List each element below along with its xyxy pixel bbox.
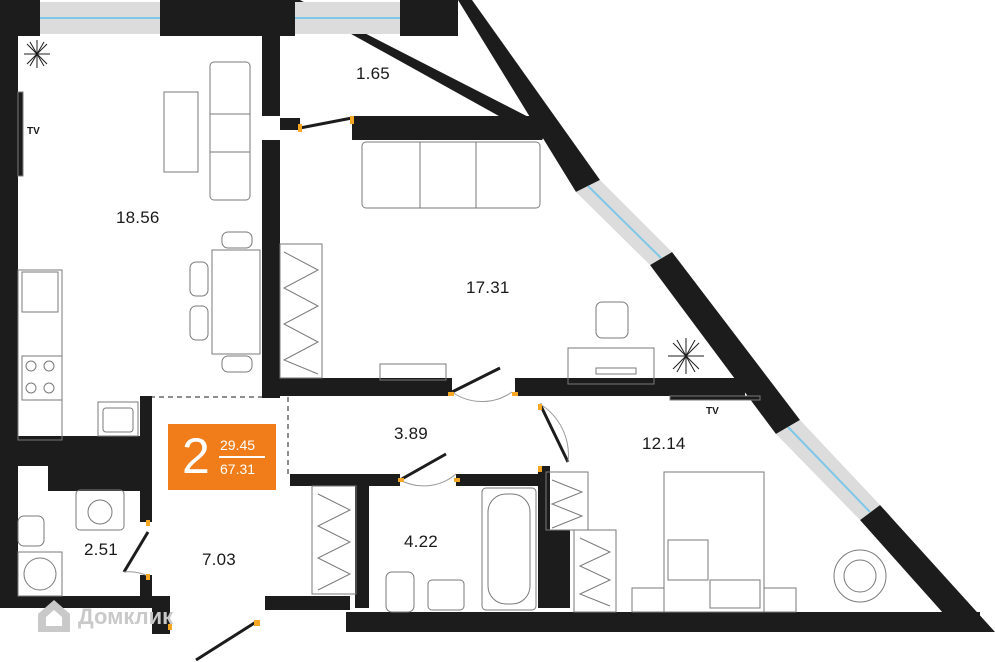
walls <box>0 0 995 634</box>
tv-kitchen <box>17 91 24 177</box>
domclick-logo-icon <box>38 600 70 632</box>
room-area-corridor: 3.89 <box>394 424 428 443</box>
room-area-living-room: 17.31 <box>466 278 510 297</box>
sofa-living <box>361 141 541 209</box>
dining-table <box>211 249 261 355</box>
room-area-balcony: 1.65 <box>356 64 390 83</box>
total-area: 67.31 <box>220 461 256 477</box>
plant-icon <box>24 40 50 68</box>
room-area-toilet: 2.51 <box>84 540 118 559</box>
badge-divider <box>219 456 265 458</box>
door-hinges <box>146 116 542 630</box>
watermark-text: Домклик <box>78 604 174 629</box>
sofa-kitchen <box>209 61 251 201</box>
doors <box>122 116 570 662</box>
furniture <box>17 61 887 613</box>
room-area-bathroom: 4.22 <box>404 532 438 551</box>
desk <box>567 347 655 385</box>
tv-label-bedroom: TV <box>706 406 719 417</box>
bathtub <box>481 487 537 611</box>
windows <box>40 2 880 520</box>
bed <box>663 471 765 613</box>
living-area: 29.45 <box>220 437 256 453</box>
room-area-hallway: 7.03 <box>202 550 236 569</box>
room-count: 2 <box>182 428 210 484</box>
wardrobe-living <box>279 243 323 379</box>
plant-icon <box>668 338 704 374</box>
zone-separators <box>150 396 289 474</box>
apartment-summary-badge: 2 29.45 67.31 <box>168 424 276 490</box>
room-area-living-kitchen: 18.56 <box>116 208 160 227</box>
room-area-bedroom: 12.14 <box>642 434 686 453</box>
armchair <box>833 549 887 603</box>
wardrobe-corridor <box>311 485 357 595</box>
tv-label-kitchen: TV <box>27 126 40 137</box>
